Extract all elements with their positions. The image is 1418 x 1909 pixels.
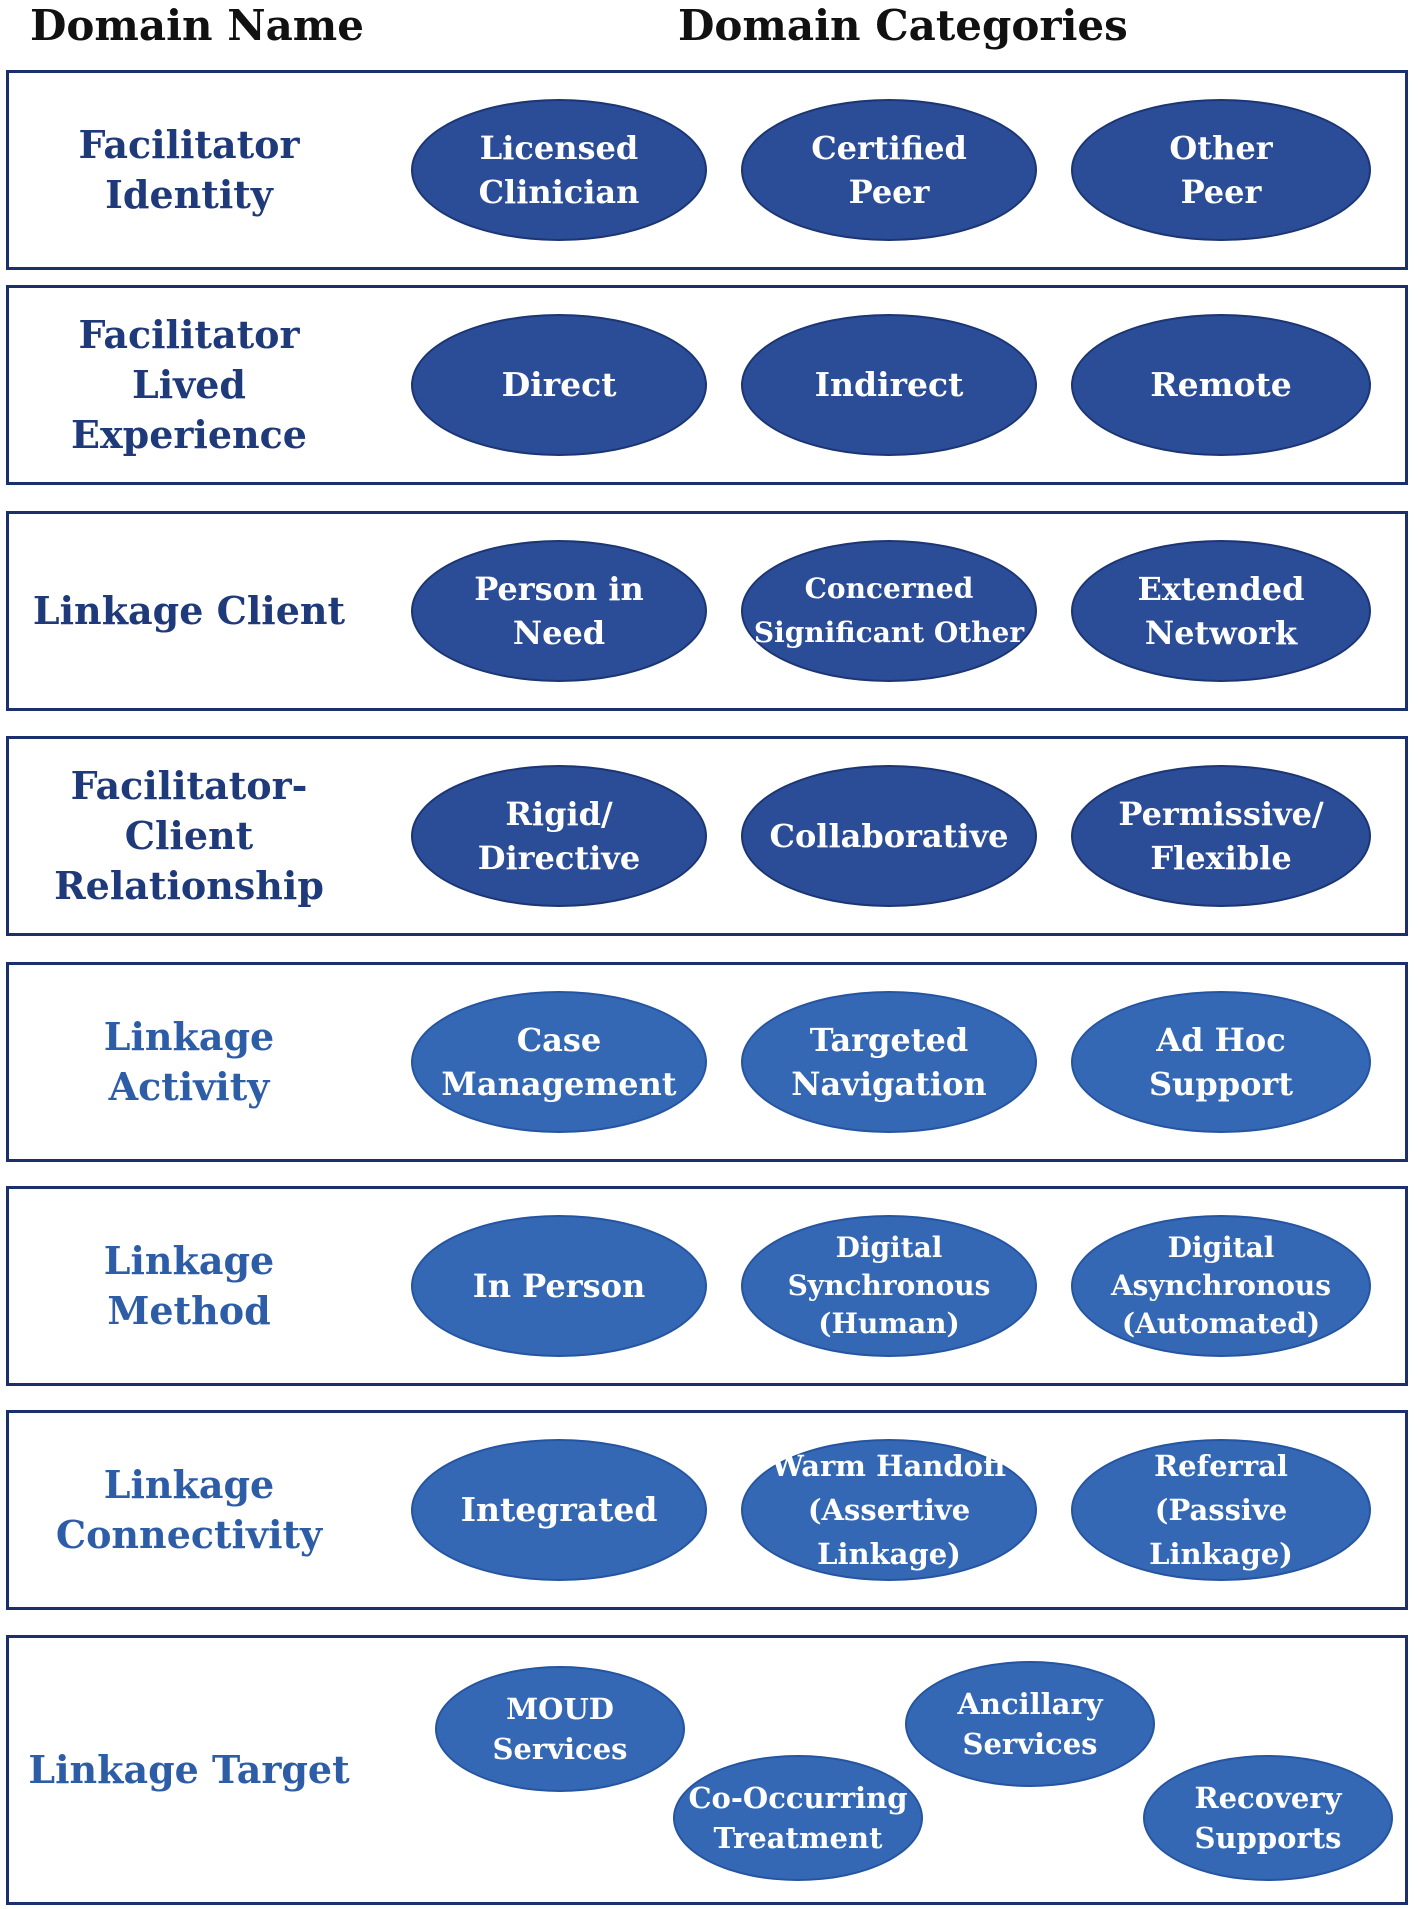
domain-category-ellipse: Other Peer [1071, 99, 1371, 241]
domain-name-header: Domain Name [30, 1, 364, 50]
domain-category-ellipse: Warm Handoff (Assertive Linkage) [741, 1439, 1037, 1581]
domain-category-ellipse: Licensed Clinician [411, 99, 707, 241]
domain-category-ellipse: Targeted Navigation [741, 991, 1037, 1133]
domain-category-ellipse: Permissive/ Flexible [1071, 765, 1371, 907]
domain-row-4: Facilitator- Client Relationship Rigid/ D… [6, 736, 1408, 936]
domain-name-label: Facilitator Lived Experience [71, 312, 307, 457]
domain-category-ellipse: Digital Synchronous (Human) [741, 1215, 1037, 1357]
domain-category-ellipse: In Person [411, 1215, 707, 1357]
domain-categories-header: Domain Categories [678, 1, 1128, 50]
domain-name-label: Facilitator- Client Relationship [54, 763, 324, 908]
domain-category-ellipse: Remote [1071, 314, 1371, 456]
domain-category-ellipse: Person in Need [411, 540, 707, 682]
domain-category-ellipse: Concerned Significant Other [741, 540, 1037, 682]
domain-name-label: Linkage Connectivity [55, 1462, 323, 1557]
domain-category-ellipse: Recovery Supports [1143, 1755, 1393, 1881]
domain-category-ellipse: Co-Occurring Treatment [673, 1755, 923, 1881]
domain-category-ellipse: Ad Hoc Support [1071, 991, 1371, 1133]
domain-name-label: Linkage Method [103, 1238, 275, 1333]
domain-category-ellipse: Direct [411, 314, 707, 456]
domain-category-ellipse: Collaborative [741, 765, 1037, 907]
domain-category-ellipse: Rigid/ Directive [411, 765, 707, 907]
domain-category-ellipse: Case Management [411, 991, 707, 1133]
domain-category-ellipse: Ancillary Services [905, 1661, 1155, 1787]
domain-category-ellipse: Referral (Passive Linkage) [1071, 1439, 1371, 1581]
domain-category-ellipse: Certified Peer [741, 99, 1037, 241]
domain-category-ellipse: Indirect [741, 314, 1037, 456]
domain-category-ellipse: Extended Network [1071, 540, 1371, 682]
domain-name-label: Facilitator Identity [78, 122, 300, 217]
domain-name-label: Linkage Client [32, 588, 346, 633]
domain-category-ellipse: Digital Asynchronous (Automated) [1071, 1215, 1371, 1357]
domain-category-ellipse: MOUD Services [435, 1666, 685, 1792]
domain-name-label: Linkage Activity [103, 1014, 275, 1109]
domain-category-ellipse: Integrated [411, 1439, 707, 1581]
domain-name-label: Linkage Target [28, 1747, 350, 1792]
